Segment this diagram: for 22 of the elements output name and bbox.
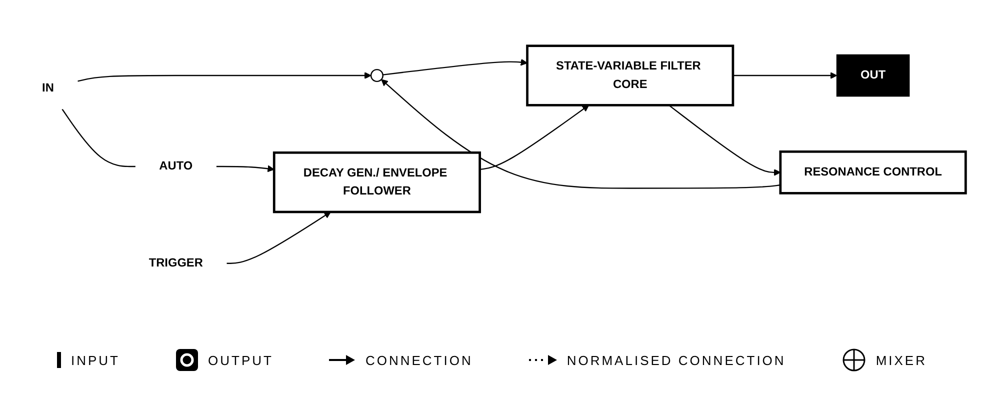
node-box: DECAY GEN./ ENVELOPE FOLLOWER <box>272 151 481 214</box>
node-box: RESONANCE CONTROL <box>779 150 967 194</box>
legend-label: CONNECTION <box>365 352 473 368</box>
arrow <box>480 104 590 170</box>
node-box: OUT <box>836 54 910 97</box>
arrow <box>78 72 372 82</box>
legend-label: INPUT <box>71 352 120 368</box>
arrow <box>382 58 528 76</box>
arrow <box>226 212 331 264</box>
arrow <box>732 72 838 79</box>
node-circle <box>370 68 384 82</box>
node-text: IN <box>42 81 54 94</box>
arrow <box>216 165 274 172</box>
node-text: AUTO <box>159 159 193 173</box>
node-box: STATE-VARIABLE FILTER CORE <box>526 44 734 106</box>
legend-label: NORMALISED CONNECTION <box>566 352 786 368</box>
arrow <box>381 79 780 189</box>
arrow <box>668 104 781 176</box>
node-text: TRIGGER <box>148 256 203 270</box>
connector <box>62 108 136 168</box>
legend-label: OUTPUT <box>208 352 274 368</box>
legend-label: MIXER <box>876 352 927 368</box>
